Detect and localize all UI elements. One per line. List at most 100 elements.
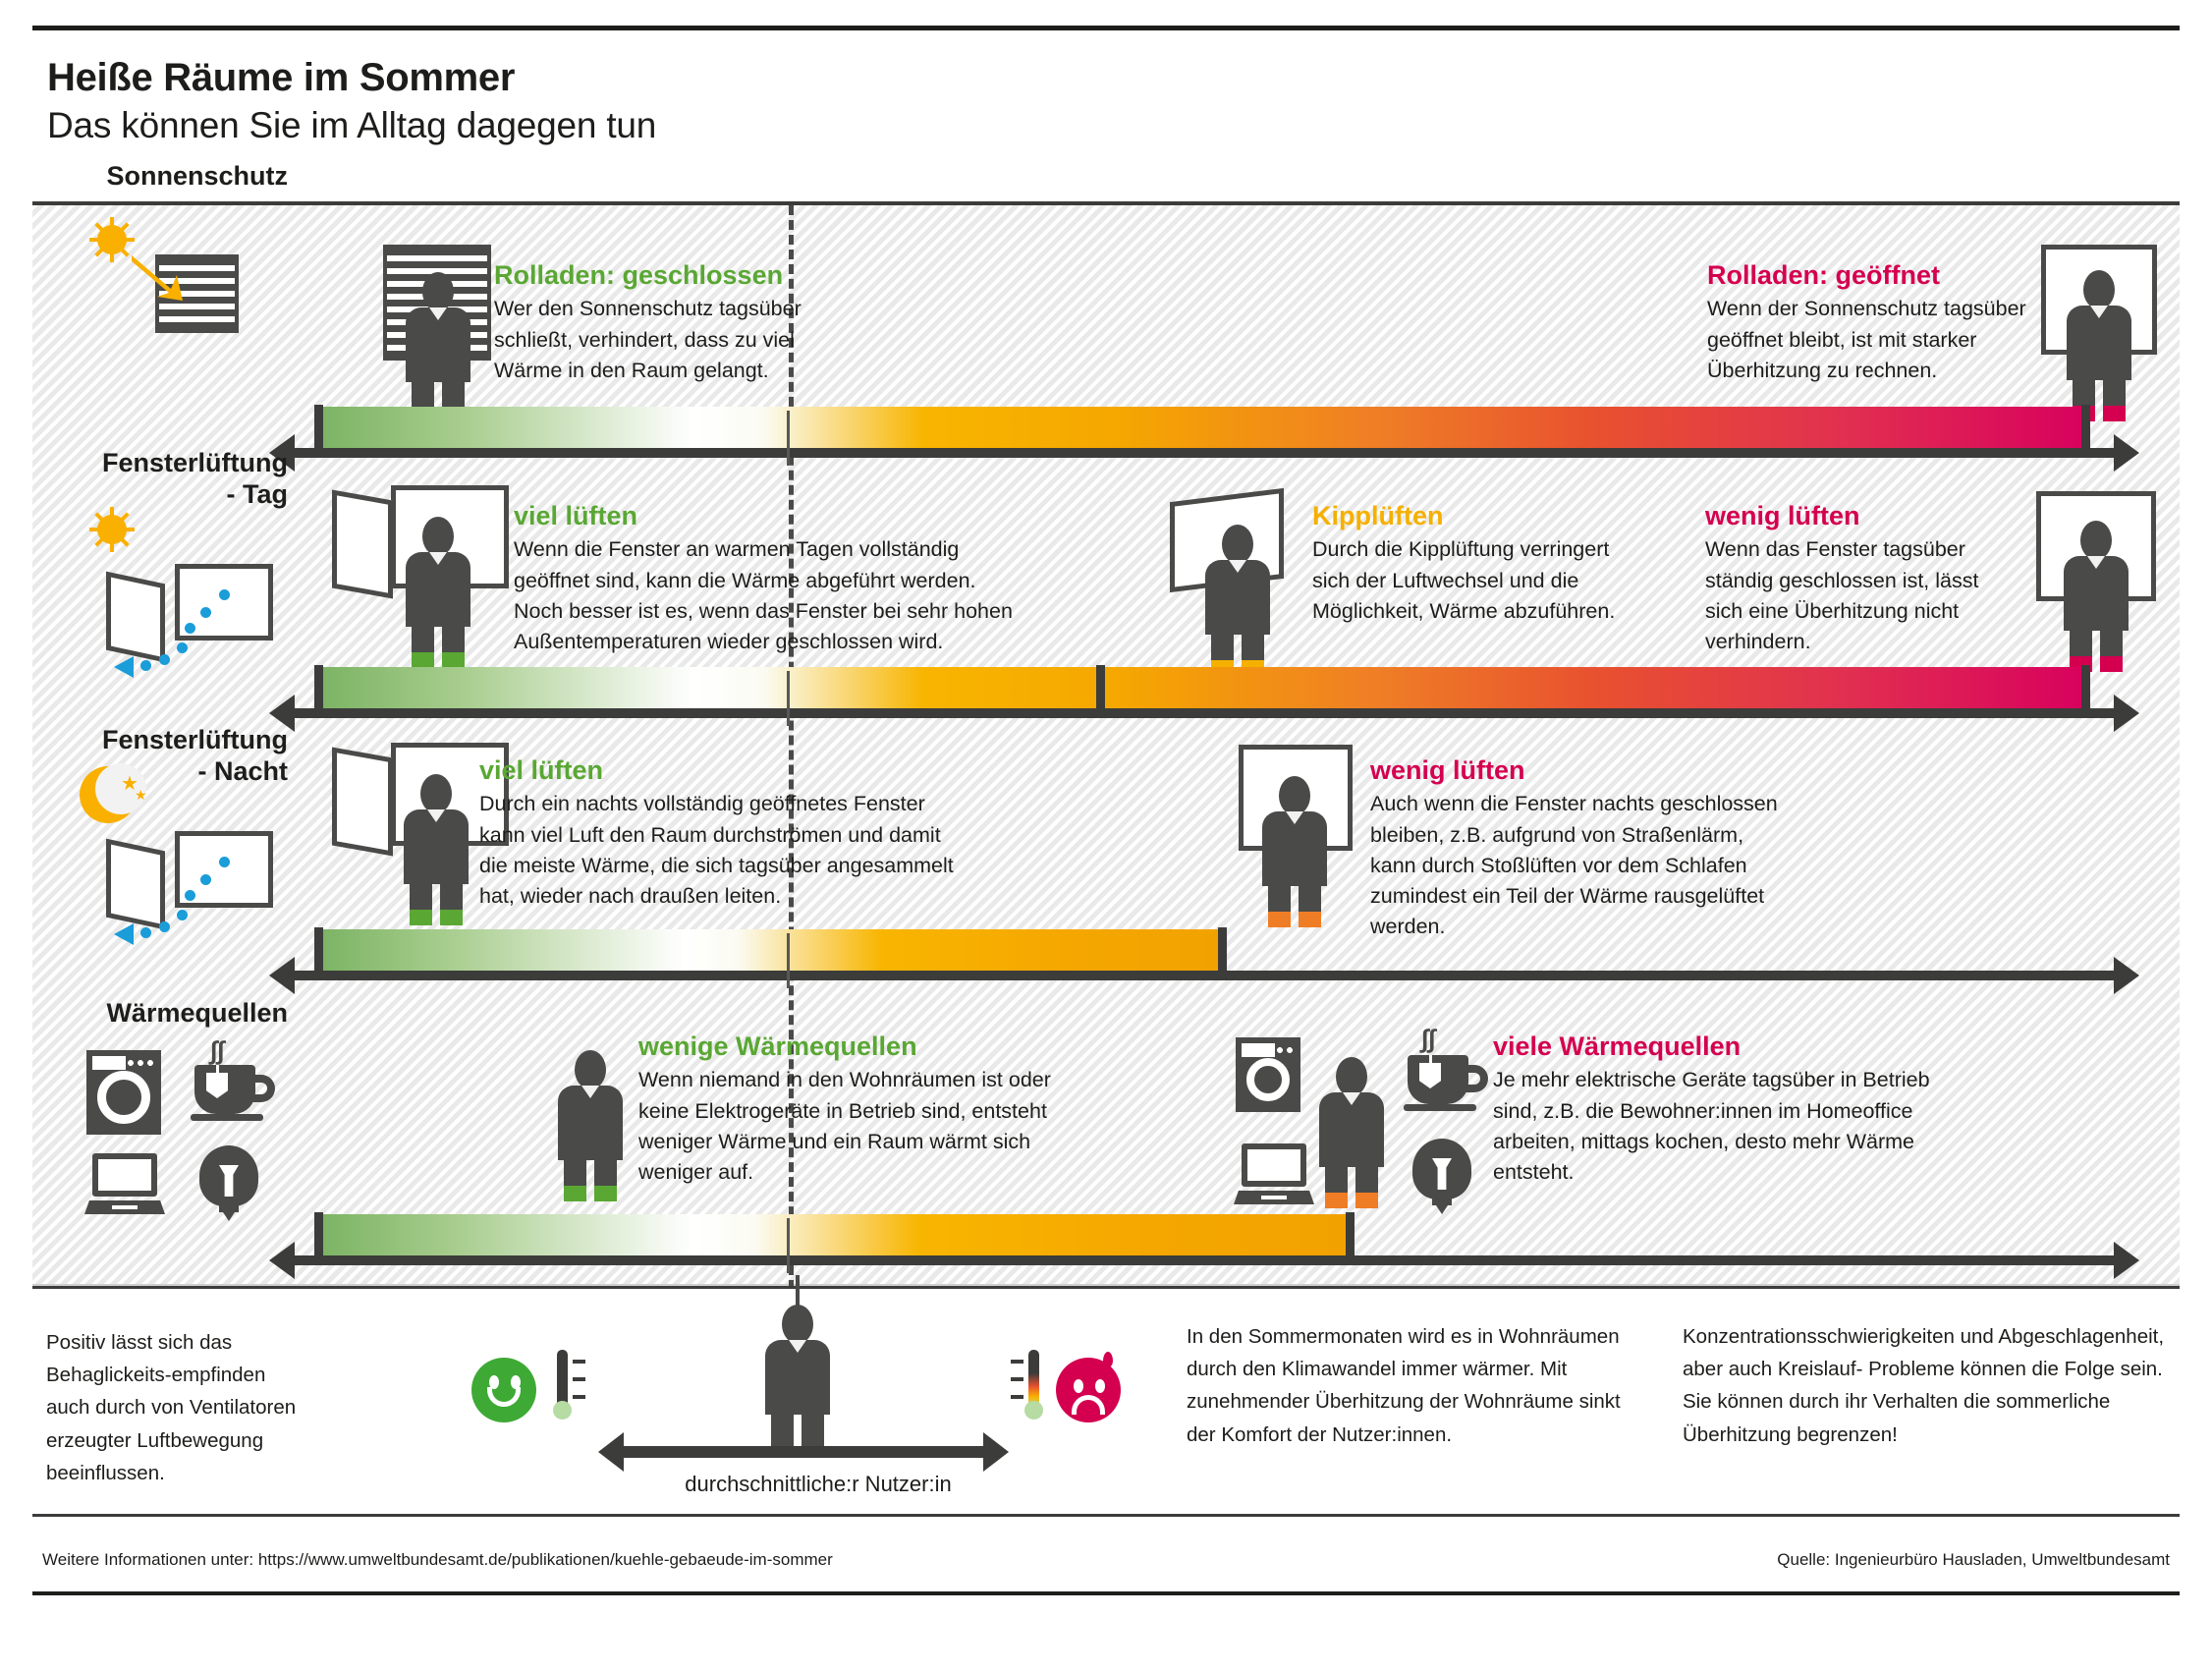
body-text: Wenn niemand in den Wohnräumen ist oder … — [638, 1068, 1051, 1184]
axis-line — [291, 1255, 2118, 1265]
heading: viel lüften — [479, 755, 604, 785]
axis-line — [291, 971, 2118, 980]
temperature-scale-3 — [269, 927, 2139, 994]
row-sonnenschutz: Sonnenschutz — [32, 161, 2180, 472]
body-text: Durch ein nachts vollständig geöffnetes … — [479, 792, 954, 908]
open-window-icon — [106, 564, 278, 678]
axis-arrow-right — [2114, 695, 2139, 732]
gradient-bar — [322, 1214, 1354, 1255]
open-window-icon — [106, 831, 278, 945]
footer-rule — [32, 1591, 2180, 1595]
tea-cup-icon: ∫∫ — [1404, 1024, 1488, 1112]
scale-midtick — [787, 933, 790, 988]
body-text: Durch die Kipplüftung verringert sich de… — [1312, 537, 1616, 623]
temperature-scale-1 — [269, 405, 2139, 472]
sun-icon — [78, 495, 146, 564]
gradient-bar — [322, 667, 2090, 708]
axis-arrow-right — [2114, 1242, 2139, 1279]
comfort-range-arrow — [598, 1432, 1009, 1472]
center-divider — [789, 205, 794, 1290]
scale-midtick — [787, 411, 790, 466]
footer-more-information[interactable]: Weitere Informationen unter: https://www… — [42, 1550, 833, 1569]
row-label-fensterlueftung-nacht: Fensterlüftung - Nacht — [42, 725, 288, 788]
body-text: Wer den Sonnenschutz tagsüber schließt, … — [494, 297, 802, 382]
heading: Rolladen: geöffnet — [1707, 260, 1940, 290]
steam-icon: ∫∫ — [210, 1035, 225, 1065]
text-block-wenig-lueften-nacht: wenig lüften Auch wenn die Fenster nacht… — [1370, 754, 1793, 942]
average-user-label: durchschnittliche:r Nutzer:in — [685, 1472, 952, 1496]
sun-icon — [78, 205, 146, 274]
steam-icon: ∫∫ — [1421, 1024, 1436, 1053]
person-figure-right — [2067, 270, 2131, 421]
axis-arrow-left — [269, 957, 295, 994]
scale-tick — [2081, 665, 2090, 710]
thermometer-hot-icon — [1011, 1350, 1043, 1422]
row-label-waermequellen: Wärmequellen — [42, 998, 288, 1030]
text-block-kipplueften: Kipplüften Durch die Kipplüftung verring… — [1312, 500, 1641, 627]
sun-ray-arrow-icon — [132, 255, 183, 301]
person-figure-middle — [1262, 776, 1327, 927]
text-block-rolladen-geschlossen: Rolladen: geschlossen Wer den Sonnenschu… — [494, 259, 818, 386]
heading: wenig lüften — [1705, 501, 1860, 530]
text-block-rolladen-geoeffnet: Rolladen: geöffnet Wenn der Sonnenschutz… — [1707, 259, 2031, 386]
main-panel: Sonnenschutz — [32, 161, 2180, 1290]
note-ventilator: Positiv lässt sich das Behaglickeits-emp… — [46, 1331, 297, 1484]
scale-tick — [314, 927, 323, 973]
row-label-line1: Sonnenschutz — [106, 161, 288, 191]
thermometer-cold-icon — [553, 1350, 585, 1422]
star-icon: ★ — [135, 787, 147, 803]
person-figure-middle — [1319, 1057, 1384, 1208]
gradient-bar — [322, 929, 1226, 971]
scale-tick — [2081, 405, 2090, 450]
laptop-icon — [84, 1153, 167, 1216]
footer-source: Quelle: Ingenieurbüro Hausladen, Umweltb… — [1777, 1550, 2170, 1569]
row-label-line1: Wärmequellen — [106, 998, 288, 1028]
text-block-wenige-waermequellen: wenige Wärmequellen Wenn niemand in den … — [638, 1031, 1090, 1188]
scale-tick — [314, 665, 323, 710]
axis-line — [291, 448, 2118, 458]
scale-midtick — [787, 671, 790, 726]
scale-tick — [1346, 1212, 1355, 1257]
body-text: Auch wenn die Fenster nachts geschlossen… — [1370, 792, 1778, 939]
body-text: Wenn der Sonnenschutz tagsüber geöffnet … — [1707, 297, 2026, 382]
body-text: Wenn das Fenster tagsüber ständig geschl… — [1705, 537, 1979, 653]
star-icon: ★ — [121, 773, 138, 795]
text-block-viele-waermequellen: viele Wärmequellen Je mehr elektrische G… — [1493, 1031, 1935, 1188]
axis-line — [291, 708, 2118, 718]
axis-arrow-left — [269, 434, 295, 472]
heading: viel lüften — [514, 501, 638, 530]
washing-machine-icon — [1236, 1037, 1300, 1112]
row-fensterlueftung-tag: Fensterlüftung - Tag — [32, 448, 2180, 733]
note-sommermonate: In den Sommermonaten wird es in Wohnräum… — [1187, 1325, 1621, 1446]
laptop-icon — [1234, 1143, 1314, 1204]
axis-arrow-left — [269, 1242, 295, 1279]
page-subtitle: Das können Sie im Alltag dagegen tun — [47, 105, 657, 146]
title-block: Heiße Räume im Sommer Das können Sie im … — [47, 56, 657, 146]
page-title: Heiße Räume im Sommer — [47, 56, 516, 99]
axis-arrow-left — [269, 695, 295, 732]
person-figure-middle — [1205, 525, 1270, 676]
body-text: Wenn die Fenster an warmen Tagen vollstä… — [514, 537, 1013, 653]
tea-cup-icon: ∫∫ — [191, 1035, 279, 1126]
moon-icon: ★ ★ — [80, 763, 147, 823]
text-block-viel-lueften-nacht: viel lüften Durch ein nachts vollständig… — [479, 754, 961, 912]
row-label-fensterlueftung-tag: Fensterlüftung - Tag — [42, 448, 288, 511]
text-block-wenig-lueften-tag: wenig lüften Wenn das Fenster tagsüber s… — [1705, 500, 2019, 657]
row-waermequellen: Wärmequellen ∫∫ wenige Wä — [32, 996, 2180, 1281]
heading: Rolladen: geschlossen — [494, 260, 784, 290]
washing-machine-icon — [86, 1050, 161, 1135]
sad-face-icon — [1056, 1352, 1121, 1422]
person-figure-right — [2064, 521, 2129, 672]
sweat-drop-icon — [1103, 1352, 1113, 1367]
scale-midtick — [787, 1218, 790, 1273]
person-figure-left — [558, 1050, 623, 1201]
heading: wenige Wärmequellen — [638, 1031, 917, 1061]
heading: viele Wärmequellen — [1493, 1031, 1742, 1061]
bottom-panel: Positiv lässt sich das Behaglickeits-emp… — [32, 1275, 2180, 1517]
axis-arrow-right — [2114, 434, 2139, 472]
arrow-left-head — [598, 1432, 624, 1472]
person-figure-average-user — [765, 1305, 830, 1456]
arrow-right-head — [983, 1432, 1009, 1472]
person-figure-left — [404, 774, 469, 925]
text-block-viel-lueften-tag: viel lüften Wenn die Fenster an warmen T… — [514, 500, 1024, 657]
